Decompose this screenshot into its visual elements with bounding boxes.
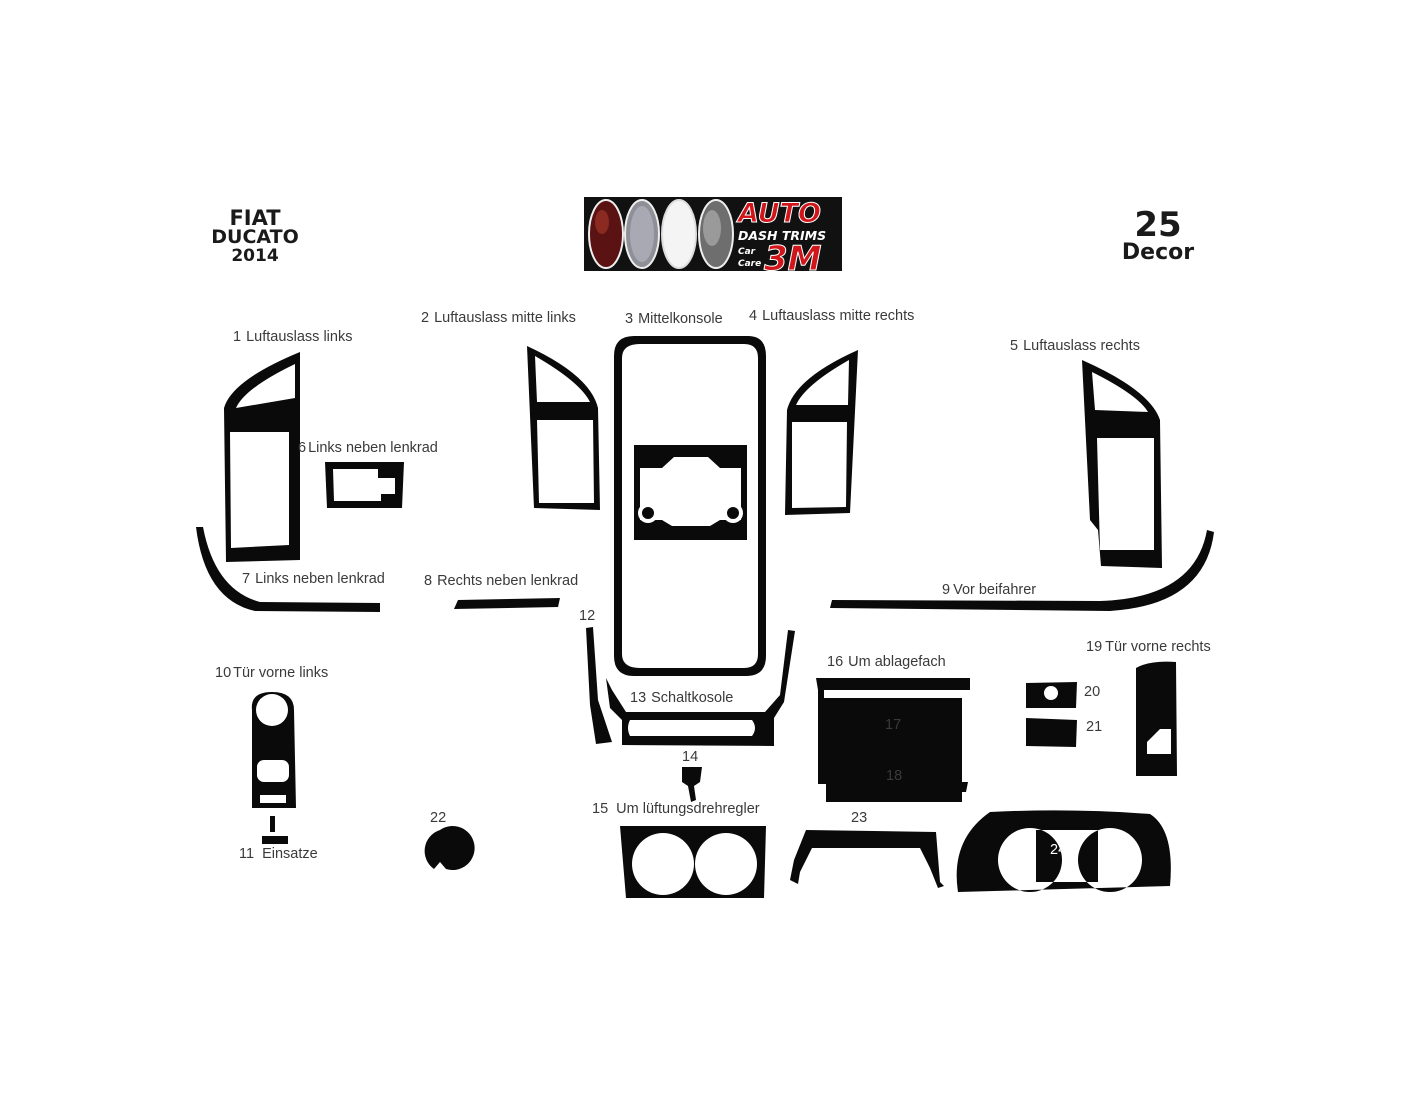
part-name: Schaltkosole	[651, 690, 734, 706]
label-part-17: 17	[885, 717, 901, 733]
part-name: Links neben lenkrad	[255, 571, 385, 587]
brand-title: FIAT DUCATO 2014	[205, 208, 305, 265]
part-22-shape	[424, 826, 475, 871]
part-number: 6	[298, 440, 307, 456]
part-number: 4	[749, 308, 758, 324]
part-number: 21	[1086, 719, 1103, 735]
part-21-shape	[1026, 718, 1077, 747]
part-25-shape	[634, 445, 747, 540]
label-part-22: 22	[430, 810, 446, 826]
piece-count-label: Decor	[1121, 240, 1195, 265]
part-24-shape	[956, 810, 1171, 892]
model-name: DUCATO	[211, 226, 299, 248]
part-name: Vor beifahrer	[953, 582, 1037, 598]
part-number: 3	[625, 311, 634, 327]
piece-count-block: 25 Decor	[1108, 208, 1208, 264]
part-number: 14	[682, 749, 699, 765]
part-15-shape	[620, 826, 766, 898]
part-number: 9	[942, 582, 951, 598]
part-13-shape	[606, 630, 795, 746]
brand-name: FIAT	[229, 206, 281, 230]
part-name: Tür vorne links	[233, 665, 329, 681]
part-14-shape	[682, 767, 702, 802]
part-name: Luftauslass rechts	[1023, 338, 1140, 354]
part-number: 22	[430, 810, 447, 826]
part-name: Um lüftungsdrehregler	[616, 801, 760, 817]
part-19-shape	[1136, 661, 1177, 776]
part-23-shape	[790, 830, 944, 888]
part-9-shape	[830, 530, 1214, 611]
part-name: Einsatze	[262, 846, 318, 862]
part-number: 17	[885, 717, 902, 733]
part-7-shape	[196, 527, 380, 612]
label-part-12: 12	[579, 608, 595, 624]
part-number: 18	[886, 768, 903, 784]
model-year: 2014	[231, 246, 279, 266]
label-part-20: 20	[1084, 684, 1100, 700]
part-10-shape	[251, 692, 296, 808]
part-4-shape	[785, 350, 858, 515]
label-part-18: 18	[886, 768, 902, 784]
part-name: Mittelkonsole	[638, 311, 723, 327]
label-part-15: 15 Um lüftungsdrehregler	[592, 801, 760, 817]
part-name: Luftauslass links	[246, 329, 353, 345]
label-part-23: 23	[851, 810, 867, 826]
part-number: 13	[630, 690, 647, 706]
part-number: 19	[1086, 639, 1103, 655]
label-part-21: 21	[1086, 719, 1102, 735]
part-17-shape	[826, 703, 960, 750]
part-name: Rechts neben lenkrad	[437, 573, 579, 589]
part-number: 24	[1050, 842, 1067, 858]
part-number: 25	[679, 485, 696, 501]
part-number: 23	[851, 810, 868, 826]
label-part-14: 14	[682, 749, 698, 765]
part-number: 20	[1084, 684, 1101, 700]
part-12-shape	[586, 627, 612, 744]
label-part-24: 24	[1050, 842, 1066, 858]
part-name: Luftauslass mitte rechts	[762, 308, 915, 324]
part-number: 15	[592, 801, 609, 817]
part-name: Tür vorne rechts	[1105, 639, 1211, 655]
part-number: 12	[579, 608, 596, 624]
piece-count: 25	[1134, 205, 1182, 245]
part-6-shape	[325, 462, 404, 508]
part-20-shape	[1026, 682, 1077, 708]
part-number: 8	[424, 573, 433, 589]
label-part-11: 11 Einsatze	[239, 846, 318, 862]
part-name: Links neben lenkrad	[308, 440, 438, 456]
part-8-shape	[454, 598, 560, 609]
label-part-25: 25	[679, 485, 695, 501]
part-name: Um ablagefach	[848, 654, 946, 670]
part-1-shape	[224, 352, 300, 562]
part-5-shape	[1082, 360, 1162, 568]
part-16-shape	[816, 678, 970, 800]
part-18-shape	[826, 754, 962, 802]
part-11-shape	[262, 816, 288, 844]
part-2-shape	[527, 346, 600, 510]
part-number: 5	[1010, 338, 1019, 354]
part-number: 11	[239, 846, 255, 862]
part-name: Luftauslass mitte links	[434, 310, 576, 326]
part-number: 2	[421, 310, 430, 326]
part-number: 10	[215, 665, 232, 681]
part-number: 1	[233, 329, 242, 345]
part-number: 7	[242, 571, 251, 587]
part-number: 16	[827, 654, 844, 670]
